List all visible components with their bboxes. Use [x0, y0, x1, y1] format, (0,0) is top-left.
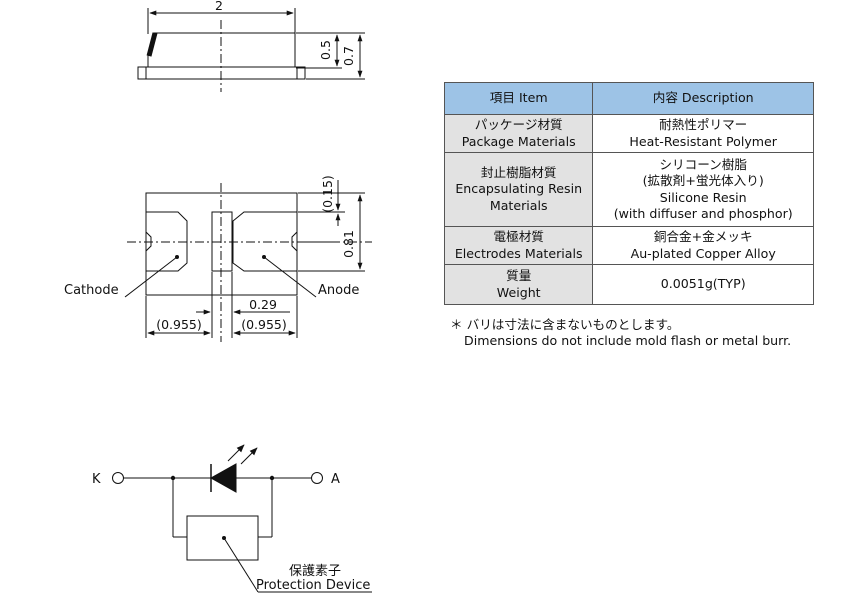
item-cell: 封止樹脂材質 Encapsulating Resin Materials: [443, 152, 594, 227]
pad-right-label: (0.955): [241, 317, 287, 332]
footnote-en: Dimensions do not include mold flash or …: [464, 333, 792, 348]
anode-leader: [263, 256, 317, 298]
description-line: Au-plated Copper Alloy: [630, 245, 776, 261]
height-total-label: 0.7: [341, 46, 356, 66]
item-line: 封止樹脂材質: [480, 164, 557, 180]
description-cell: 耐熱性ポリマー Heat-Resistant Polymer: [592, 114, 814, 153]
emission-arrow-icon: [227, 444, 245, 462]
cathode-label: Cathode: [64, 283, 119, 298]
footnote: ＊ バリは寸法に含まないものとします。 Dimensions do not in…: [450, 317, 791, 349]
junction-dot: [269, 475, 275, 481]
header-description: 内容 Description: [592, 82, 814, 115]
description-line: 銅合金+金メッキ: [653, 229, 753, 244]
height-inner-label: 0.5: [318, 40, 333, 60]
diode-icon: [209, 463, 237, 493]
description-line: (拡散剤+蛍光体入り): [642, 173, 764, 188]
side-width-label: 2: [215, 0, 223, 13]
pad-height-label: 0.81: [341, 230, 356, 258]
item-line: Weight: [496, 284, 541, 300]
footnote-jp: ＊ バリは寸法に含まないものとします。: [450, 317, 680, 332]
description-line: 0.0051g(TYP): [660, 276, 746, 292]
item-cell: 電極材質 Electrodes Materials: [443, 226, 594, 265]
protection-label-en: Protection Device: [256, 578, 370, 593]
description-cell: 銅合金+金メッキ Au-plated Copper Alloy: [592, 226, 814, 265]
description-line: シリコーン樹脂: [659, 156, 747, 172]
header-item: 項目 Item: [443, 82, 594, 115]
table-row: 質量 Weight 0.0051g(TYP): [443, 264, 814, 305]
item-line: Materials: [489, 197, 548, 213]
table-row: パッケージ材質 Package Materials 耐熱性ポリマー Heat-R…: [443, 114, 814, 153]
anode-label: Anode: [318, 283, 359, 298]
description-cell: 0.0051g(TYP): [592, 264, 814, 305]
item-line: 質量: [506, 268, 532, 283]
leader-dot: [222, 536, 226, 540]
protection-label-jp: 保護素子: [289, 563, 341, 579]
description-line: Silicone Resin: [659, 189, 747, 205]
item-cell: パッケージ材質 Package Materials: [443, 114, 594, 153]
pad-left-label: (0.955): [156, 317, 202, 332]
anode-dot: [262, 255, 266, 259]
spec-table: 項目 Item 内容 Description パッケージ材質 Package M…: [443, 82, 814, 305]
k-label: K: [92, 472, 101, 487]
junction-dot: [170, 475, 176, 481]
item-line: 電極材質: [493, 229, 544, 244]
offset-label: (0.15): [320, 175, 335, 213]
description-line: (with diffuser and phosphor): [613, 206, 793, 221]
item-cell: 質量 Weight: [443, 264, 594, 305]
k-terminal: [112, 472, 124, 484]
description-line: 耐熱性ポリマー: [659, 117, 748, 132]
a-terminal: [311, 472, 323, 484]
cathode-leader: [124, 256, 178, 298]
bottom-view: [124, 180, 372, 342]
description-cell: シリコーン樹脂 (拡散剤+蛍光体入り) Silicone Resin (with…: [592, 152, 814, 227]
item-line: Electrodes Materials: [454, 245, 583, 261]
gap-label: 0.29: [249, 297, 277, 312]
item-line: Package Materials: [461, 133, 576, 149]
description-line: Heat-Resistant Polymer: [629, 133, 777, 149]
table-header-row: 項目 Item 内容 Description: [443, 82, 814, 115]
table-row: 封止樹脂材質 Encapsulating Resin Materials シリコ…: [443, 152, 814, 227]
item-line: Encapsulating Resin: [455, 181, 583, 197]
item-line: パッケージ材質: [474, 117, 563, 132]
table-row: 電極材質 Electrodes Materials 銅合金+金メッキ Au-pl…: [443, 226, 814, 265]
side-view: [137, 8, 365, 92]
a-label: A: [331, 472, 340, 487]
cathode-dot: [175, 255, 179, 259]
